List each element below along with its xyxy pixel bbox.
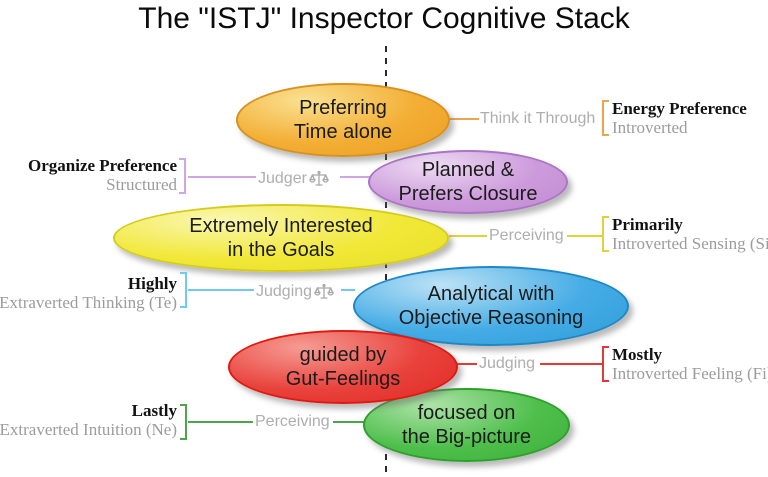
bracket [179, 158, 186, 194]
connector-line [188, 421, 253, 423]
annotation-subtext: Structured [106, 175, 177, 194]
connector-line [188, 289, 254, 291]
connector-label: Judging [256, 280, 334, 303]
ellipse-extremely-interested-goals: Extremely Interested in the Goals [113, 204, 449, 272]
ellipse-text-line: focused on [417, 402, 516, 424]
bracket [180, 272, 187, 308]
ellipse-text-line: Analytical with [427, 283, 555, 305]
annotation-subtext: Extraverted Thinking (Te) [0, 293, 177, 312]
annotation-organize-preference: Organize Preference Structured [28, 156, 177, 194]
ellipse-text-line: in the Goals [227, 239, 335, 261]
ellipse-text-line: Objective Reasoning [398, 307, 584, 329]
annotation-subtext: Introverted [612, 118, 688, 137]
annotation-primarily-si: Primarily Introverted Sensing (Si) [612, 215, 768, 253]
ellipse-text-line: the Big-picture [402, 426, 531, 448]
annotation-heading: Lastly [131, 401, 177, 420]
ellipse-text-line: Prefers Closure [398, 183, 538, 205]
ellipse-analytical-objective-reasoning: Analytical with Objective Reasoning [353, 266, 629, 346]
connector-line [449, 235, 487, 237]
annotation-heading: Primarily [612, 215, 683, 234]
bracket [602, 216, 609, 252]
ellipse-planned-prefers-closure: Planned & Prefers Closure [368, 150, 568, 214]
ellipse-guided-by-gut-feelings: guided by Gut-Feelings [228, 330, 458, 404]
annotation-heading: Highly [127, 274, 177, 293]
annotation-subtext: Introverted Feeling (Fi) [612, 364, 768, 383]
bracket [180, 404, 187, 440]
annotation-heading: Energy Preference [612, 99, 747, 118]
connector-line [341, 289, 355, 291]
ellipse-text-line: guided by [299, 344, 387, 366]
annotation-heading: Organize Preference [28, 156, 177, 175]
annotation-subtext: Introverted Sensing (Si) [612, 234, 768, 253]
diagram-title: The "ISTJ" Inspector Cognitive Stack [138, 2, 630, 35]
annotation-highly-te: Highly Extraverted Thinking (Te) [0, 274, 177, 312]
connector-line [333, 421, 364, 423]
ellipse-text-line: Gut-Feelings [285, 368, 401, 390]
annotation-heading: Mostly [612, 345, 663, 364]
connector-line [457, 363, 477, 365]
annotation-mostly-fi: Mostly Introverted Feeling (Fi) [612, 345, 768, 383]
bracket [602, 346, 609, 382]
annotation-energy-preference: Energy Preference Introverted [612, 99, 747, 137]
connector-label: Perceiving [255, 413, 330, 430]
ellipse-preferring-time-alone: Preferring Time alone [236, 83, 450, 157]
connector-line [567, 235, 602, 237]
connector-label: Perceiving [489, 227, 564, 244]
scales-icon [309, 170, 329, 186]
connector-line [450, 118, 479, 120]
ellipse-text-line: Extremely Interested [189, 215, 373, 237]
annotation-lastly-ne: Lastly Extraverted Intuition (Ne) [0, 401, 177, 439]
ellipse-focused-on-big-picture: focused on the Big-picture [363, 388, 570, 462]
connector-label: Judger [258, 167, 329, 190]
ellipse-text-line: Planned & [421, 159, 515, 181]
ellipse-text-line: Preferring [299, 97, 387, 119]
annotation-subtext: Extraverted Intuition (Ne) [0, 420, 177, 439]
bracket [602, 100, 609, 136]
connector-label: Judging [479, 355, 536, 372]
connector-label: Think it Through [480, 110, 596, 127]
ellipse-text-line: Time alone [293, 121, 393, 143]
connector-line [540, 363, 602, 365]
connector-line [188, 176, 256, 178]
connector-line [340, 176, 370, 178]
scales-icon [314, 283, 334, 299]
